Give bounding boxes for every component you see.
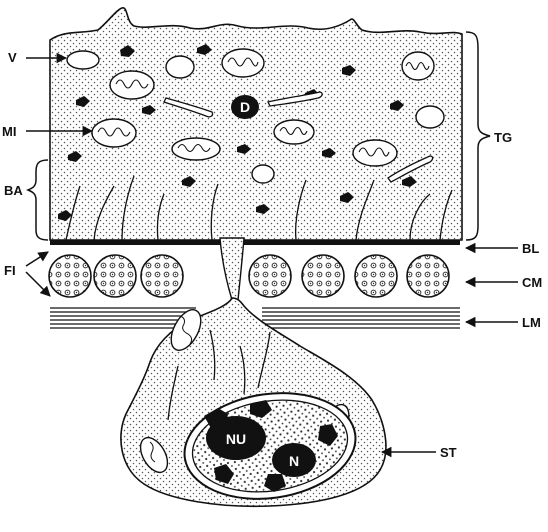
label-lm: LM (522, 315, 541, 330)
label-d: D (240, 99, 250, 115)
tegument-layer (49, 7, 463, 241)
label-bl: BL (522, 241, 539, 256)
ba-brace (25, 159, 49, 241)
vesicles (66, 50, 445, 184)
label-fi: FI (4, 263, 16, 278)
elongated-bodies (163, 91, 434, 183)
cytoplasmic-connection (219, 237, 245, 301)
cell-processes (167, 329, 271, 421)
circular-muscle-fibers (48, 254, 450, 298)
dense-body-d (231, 95, 259, 119)
mitochondria-cristae (97, 57, 430, 157)
mitochondria (91, 48, 435, 167)
basal-invaginations (65, 175, 453, 241)
tg-brace (465, 31, 491, 241)
label-tg: TG (494, 130, 512, 145)
leader-lines (25, 52, 518, 458)
label-st: ST (440, 445, 457, 460)
label-v: V (8, 50, 17, 65)
chromatin-clumps (204, 400, 338, 492)
label-mi: MI (2, 124, 16, 139)
label-ba: BA (4, 183, 23, 198)
basal-lamina-left (50, 240, 220, 245)
label-cm: CM (522, 275, 542, 290)
label-n: N (289, 453, 299, 469)
label-nu: NU (226, 431, 246, 447)
nucleus-dark-region (206, 416, 266, 460)
nucleolus (272, 443, 316, 477)
basal-lamina-right (244, 240, 460, 245)
longitudinal-muscle (50, 307, 460, 329)
